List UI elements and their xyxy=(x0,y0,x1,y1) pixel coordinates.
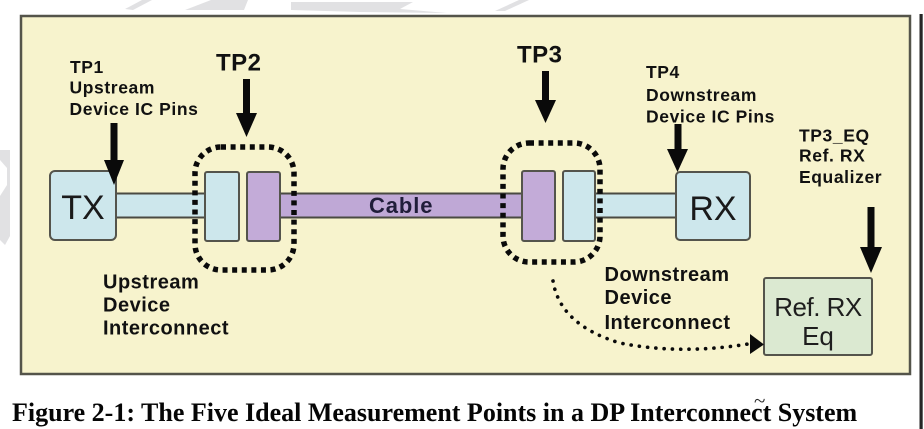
svg-text:Downstream: Downstream xyxy=(646,85,757,105)
svg-text:Interconnect: Interconnect xyxy=(605,312,731,334)
svg-text:Cable: Cable xyxy=(369,193,433,218)
svg-text:Ref. RX: Ref. RX xyxy=(774,292,862,322)
svg-text:Figure 2-1: The Five Ideal Mea: Figure 2-1: The Five Ideal Measurement P… xyxy=(12,398,858,427)
svg-text:TP4: TP4 xyxy=(646,62,680,82)
svg-text:Downstream: Downstream xyxy=(605,264,730,286)
svg-text:Upstream: Upstream xyxy=(103,272,199,294)
svg-text:TP2: TP2 xyxy=(216,50,262,77)
svg-text:Equalizer: Equalizer xyxy=(799,167,882,187)
svg-text:Device IC Pins: Device IC Pins xyxy=(70,99,199,119)
svg-text:~: ~ xyxy=(754,389,765,413)
svg-text:TX: TX xyxy=(61,189,104,227)
svg-text:RX: RX xyxy=(689,190,736,228)
svg-text:Upstream: Upstream xyxy=(70,78,156,98)
svg-text:TP3: TP3 xyxy=(517,42,563,69)
svg-text:Device IC Pins: Device IC Pins xyxy=(646,107,775,127)
svg-text:Eq: Eq xyxy=(802,321,834,351)
svg-text:Ref. RX: Ref. RX xyxy=(799,146,865,166)
svg-text:Interconnect: Interconnect xyxy=(103,318,229,340)
svg-text:Device: Device xyxy=(103,295,171,317)
svg-text:TP3_EQ: TP3_EQ xyxy=(799,126,870,146)
svg-text:Device: Device xyxy=(605,287,673,309)
svg-text:TP1: TP1 xyxy=(70,57,104,77)
